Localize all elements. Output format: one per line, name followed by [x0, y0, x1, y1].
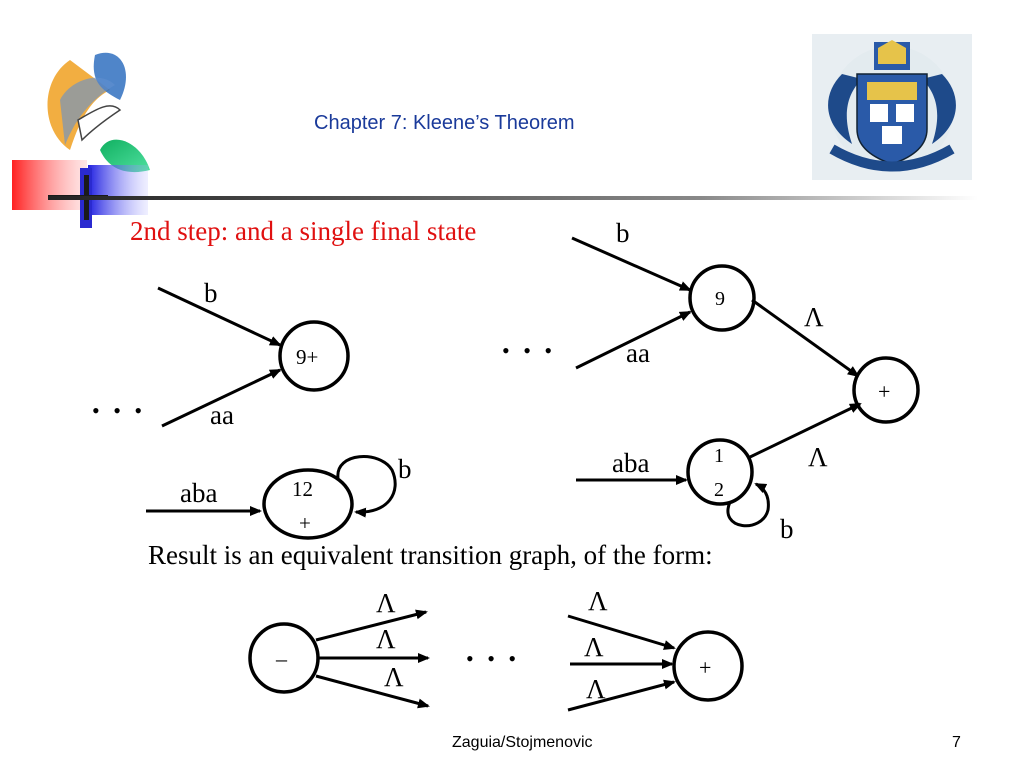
- label-aa-left: aa: [210, 400, 234, 430]
- loop-b-right: [726, 482, 770, 528]
- label-lambda-in-mid: Λ: [584, 632, 604, 662]
- edge-b-left: [157, 286, 282, 347]
- right-graph: b aa • • • 9 Λ + aba 1 2 Λ b: [502, 218, 920, 544]
- label-lambda-out-top: Λ: [376, 588, 396, 618]
- label-lambda-in-bot: Λ: [586, 674, 606, 704]
- edge-aa-left: [161, 368, 282, 428]
- edge-aa-right: [575, 310, 692, 370]
- label-lambda-in-top: Λ: [588, 586, 608, 616]
- label-b-right: b: [616, 218, 630, 248]
- edge-in-bot: [567, 679, 676, 712]
- label-lambda-2: Λ: [808, 442, 828, 472]
- edge-in-top: [567, 614, 676, 650]
- footer-author: Zaguia/Stojmenovic: [452, 734, 593, 751]
- state-12-final: [262, 468, 354, 540]
- state-final-right: [852, 356, 920, 424]
- edge-out-top: [315, 609, 428, 642]
- state-9: [688, 264, 756, 332]
- label-lambda-out-bot: Λ: [384, 662, 404, 692]
- slide-title: Chapter 7: Kleene’s Theorem: [314, 112, 575, 134]
- ellipsis-left: • • •: [92, 398, 146, 423]
- label-lambda-out-mid: Λ: [376, 624, 396, 654]
- left-graph: 9+ b aa • • • 12 + aba b: [92, 278, 412, 540]
- edge-out-bot: [315, 674, 430, 709]
- label-b-left: b: [204, 278, 218, 308]
- edge-lambda-12-to-final: [747, 402, 862, 460]
- label-loop-b-left: b: [398, 454, 412, 484]
- label-aa-right: aa: [626, 338, 650, 368]
- step-heading: 2nd step: and a single final state: [130, 216, 477, 246]
- state-12-label-1: 1: [714, 445, 724, 467]
- state-9-final-label: 9+: [296, 345, 318, 369]
- state-9-final: [278, 320, 350, 392]
- state-start-label: –: [275, 646, 288, 671]
- state-12-label-top: 12: [292, 477, 313, 501]
- state-12: [686, 438, 754, 506]
- label-lambda-1: Λ: [804, 302, 824, 332]
- result-statement: Result is an equivalent transition graph…: [148, 540, 713, 570]
- state-final-bottom-label: +: [699, 655, 711, 680]
- state-12-label-bottom: +: [299, 511, 311, 535]
- label-loop-b-right: b: [780, 514, 794, 544]
- label-aba-right: aba: [612, 448, 649, 478]
- state-final-bottom: [672, 630, 744, 702]
- state-final-right-label: +: [878, 379, 890, 404]
- ellipsis-bottom: • • •: [466, 646, 520, 671]
- edge-b-right: [571, 236, 692, 292]
- edge-lambda-9-to-final: [751, 298, 860, 378]
- state-12-label-2: 2: [714, 479, 724, 501]
- loop-b-left: [336, 455, 397, 518]
- ellipsis-right: • • •: [502, 338, 556, 363]
- label-aba-left: aba: [180, 478, 217, 508]
- bottom-graph: – Λ Λ Λ • • • Λ Λ Λ +: [248, 586, 744, 712]
- university-crest-seal: [812, 34, 972, 180]
- page-number: 7: [952, 734, 961, 751]
- state-9-label: 9: [715, 288, 725, 310]
